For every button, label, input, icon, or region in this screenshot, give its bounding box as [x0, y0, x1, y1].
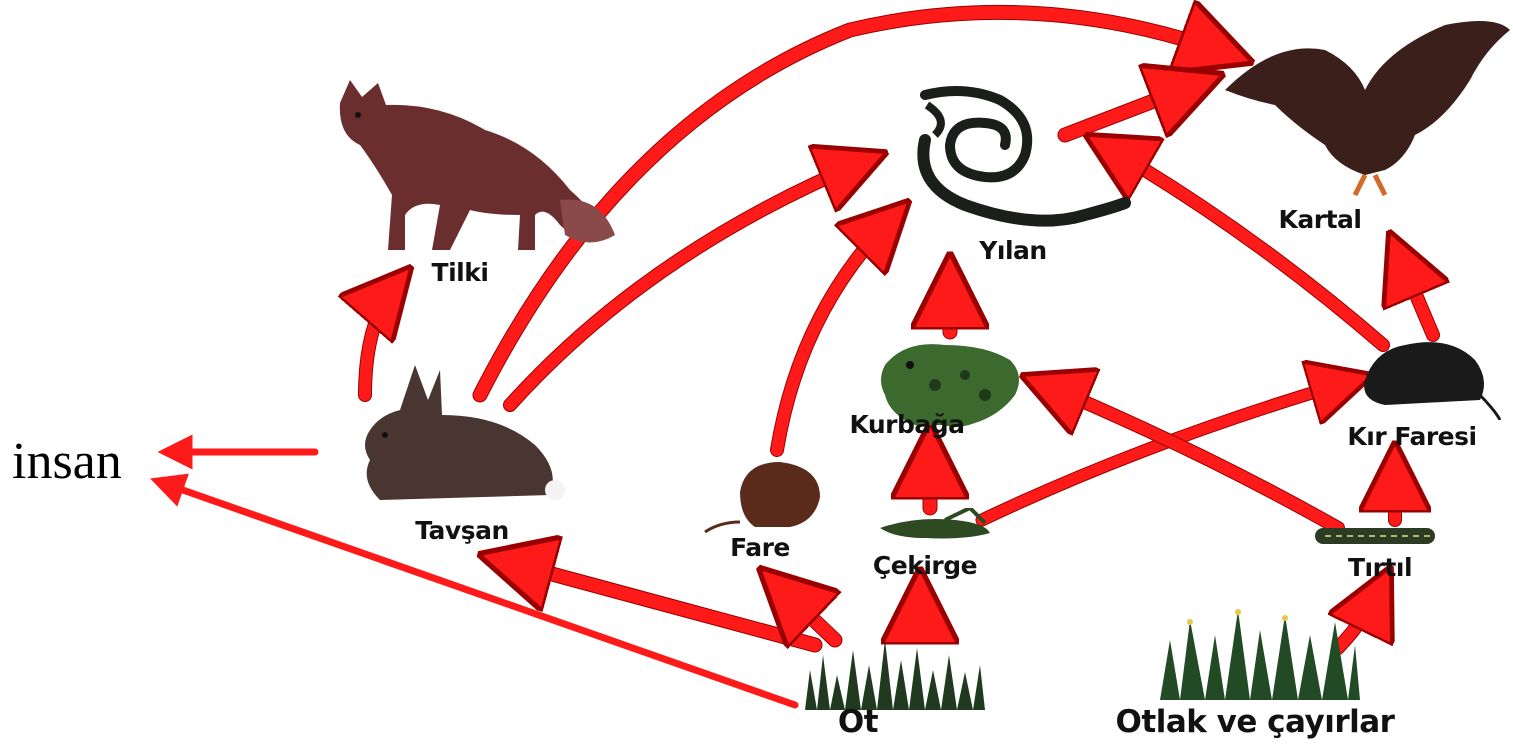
node-label-eagle: Kartal — [1279, 205, 1362, 234]
caterpillar-icon — [1310, 520, 1440, 550]
fox-icon — [320, 75, 620, 265]
mouse-icon — [700, 452, 840, 542]
grass-icon — [805, 630, 985, 710]
grasshopper-icon — [875, 508, 995, 548]
meadow-icon — [1160, 600, 1360, 700]
node-label-snake: Yılan — [979, 236, 1046, 265]
edge-arrow-grass-to-rabbit — [500, 560, 815, 645]
node-label-frog: Kurbağa — [849, 410, 964, 439]
node-label-grass: Ot — [838, 704, 878, 740]
node-label-grasshopper: Çekirge — [873, 551, 977, 580]
node-label-rabbit: Tavşan — [415, 516, 509, 545]
rabbit-icon — [350, 360, 570, 510]
node-label-human: insan — [12, 432, 122, 491]
edge-arrow-vole-to-eagle — [1397, 250, 1433, 335]
node-label-mouse: Fare — [730, 533, 790, 562]
snake-icon — [905, 85, 1135, 235]
vole-icon — [1355, 330, 1505, 420]
node-label-meadow: Otlak ve çayırlar — [1116, 704, 1395, 740]
eagle-icon — [1215, 10, 1513, 200]
node-label-caterpillar: Tırtıl — [1348, 553, 1412, 582]
node-label-vole: Kır Faresi — [1347, 422, 1476, 451]
node-label-fox: Tilki — [432, 258, 489, 287]
